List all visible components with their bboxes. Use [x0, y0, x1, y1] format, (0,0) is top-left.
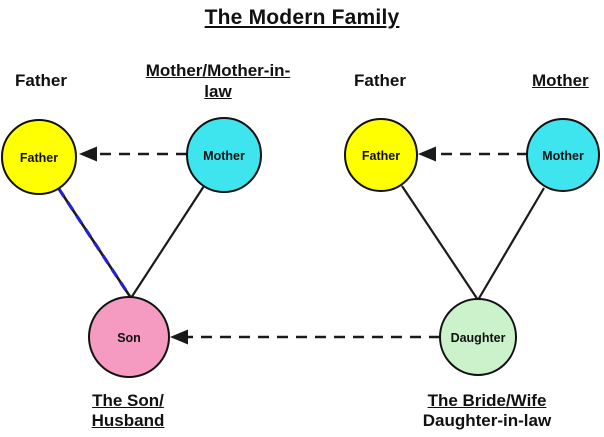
node-right-father-circle: [344, 118, 418, 192]
caption-daughter-line1: The Bride/Wife: [427, 391, 547, 410]
caption-son: The Son/ Husband: [58, 391, 198, 431]
node-daughter-label: Daughter: [451, 331, 506, 345]
diagram-title: The Modern Family: [204, 6, 400, 29]
caption-daughter: The Bride/Wife Daughter-in-law: [392, 391, 582, 431]
label-left-mother: Mother/Mother-in- law: [136, 60, 300, 102]
edge-left-father-to-son-blue-overlay: [57, 188, 133, 299]
node-right-mother-label: Mother: [542, 149, 584, 163]
node-left-father-label: Father: [20, 151, 58, 165]
node-daughter-circle: [439, 298, 517, 376]
caption-son-line2: Husband: [91, 411, 165, 430]
label-right-father: Father: [354, 71, 406, 90]
edge-right-father-to-daughter: [401, 185, 479, 301]
edge-left-mother-to-son: [130, 185, 205, 299]
caption-son-line1: The Son/: [92, 391, 164, 410]
label-right-mother: Mother: [532, 71, 589, 90]
node-left-father-circle: [1, 119, 77, 195]
label-left-mother-line2: law: [204, 82, 232, 101]
node-son-label: Son: [117, 331, 141, 345]
label-left-father: Father: [15, 71, 67, 90]
caption-daughter-line2: Daughter-in-law: [422, 411, 552, 430]
node-right-father-label: Father: [362, 149, 400, 163]
arrowhead-right-icon: [418, 146, 436, 162]
node-left-mother-label: Mother: [203, 149, 245, 163]
node-left-mother-circle: [186, 117, 262, 193]
arrowhead-left-icon: [79, 146, 97, 162]
node-son-circle: [88, 296, 170, 378]
node-right-mother-circle: [526, 118, 600, 192]
arrowhead-bottom-icon: [170, 329, 188, 345]
edge-right-mother-to-daughter: [477, 187, 545, 301]
label-left-mother-line1: Mother/Mother-in-: [145, 61, 291, 80]
